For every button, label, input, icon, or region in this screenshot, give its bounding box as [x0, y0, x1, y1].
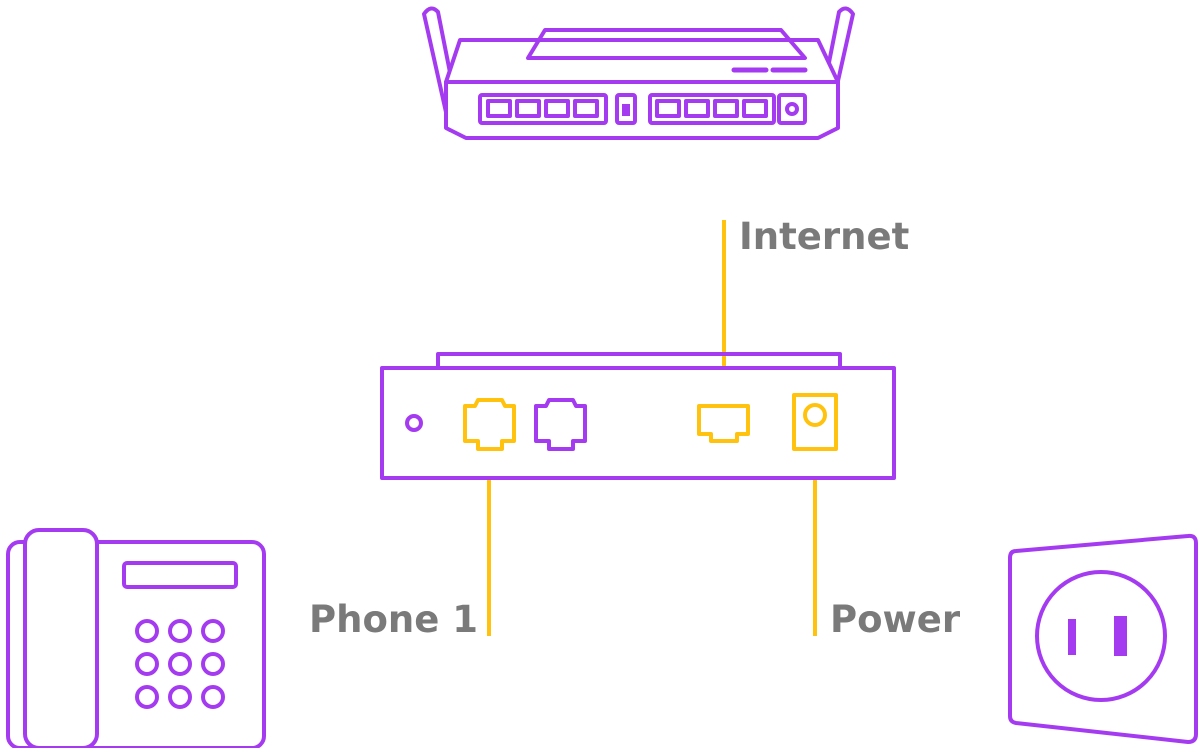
router-lan-port — [684, 99, 710, 118]
router-lan-port — [573, 99, 599, 118]
adapter-power-jack-hole — [803, 403, 827, 427]
outlet-slot-right — [1114, 616, 1127, 656]
wall-outlet-icon — [1008, 533, 1198, 744]
router-switch — [615, 93, 637, 125]
telephone-key — [168, 652, 192, 676]
router-lan-port-group — [648, 93, 776, 125]
router-lan-port — [713, 99, 739, 118]
telephone-key — [168, 685, 192, 709]
router-lan-port-group — [478, 93, 608, 125]
telephone-key — [168, 619, 192, 643]
wifi-router-icon — [422, 6, 855, 140]
desk-telephone-icon — [6, 528, 266, 748]
router-switch-knob — [622, 104, 630, 116]
adapter-internet-port — [697, 404, 750, 443]
adapter-phone2-port — [534, 398, 587, 451]
adapter-top-ridge — [436, 352, 842, 370]
telephone-handset — [23, 528, 99, 748]
adapter-phone1-port — [463, 398, 516, 451]
outlet-socket — [1035, 570, 1167, 702]
outlet-slot-left — [1068, 619, 1076, 655]
adapter-power-jack — [792, 393, 838, 451]
router-lan-port — [515, 99, 541, 118]
router-top-panel — [526, 28, 807, 60]
telephone-key — [135, 619, 159, 643]
phone1-label: Phone 1 — [309, 598, 478, 641]
telephone-key — [201, 619, 225, 643]
router-top-lid — [444, 38, 840, 84]
internet-label: Internet — [739, 215, 909, 258]
router-lan-port — [544, 99, 570, 118]
telephone-key — [201, 652, 225, 676]
power-label: Power — [830, 598, 961, 641]
adapter-reset-button — [405, 414, 423, 432]
router-lan-port — [655, 99, 681, 118]
telephone-key — [135, 652, 159, 676]
router-lan-port — [486, 99, 512, 118]
telephone-key — [201, 685, 225, 709]
phone-adapter-icon — [380, 352, 896, 480]
router-power-jack-hole — [785, 102, 799, 116]
router-power-jack — [777, 93, 807, 125]
telephone-key — [135, 685, 159, 709]
router-lan-port — [742, 99, 768, 118]
telephone-display — [122, 561, 238, 589]
